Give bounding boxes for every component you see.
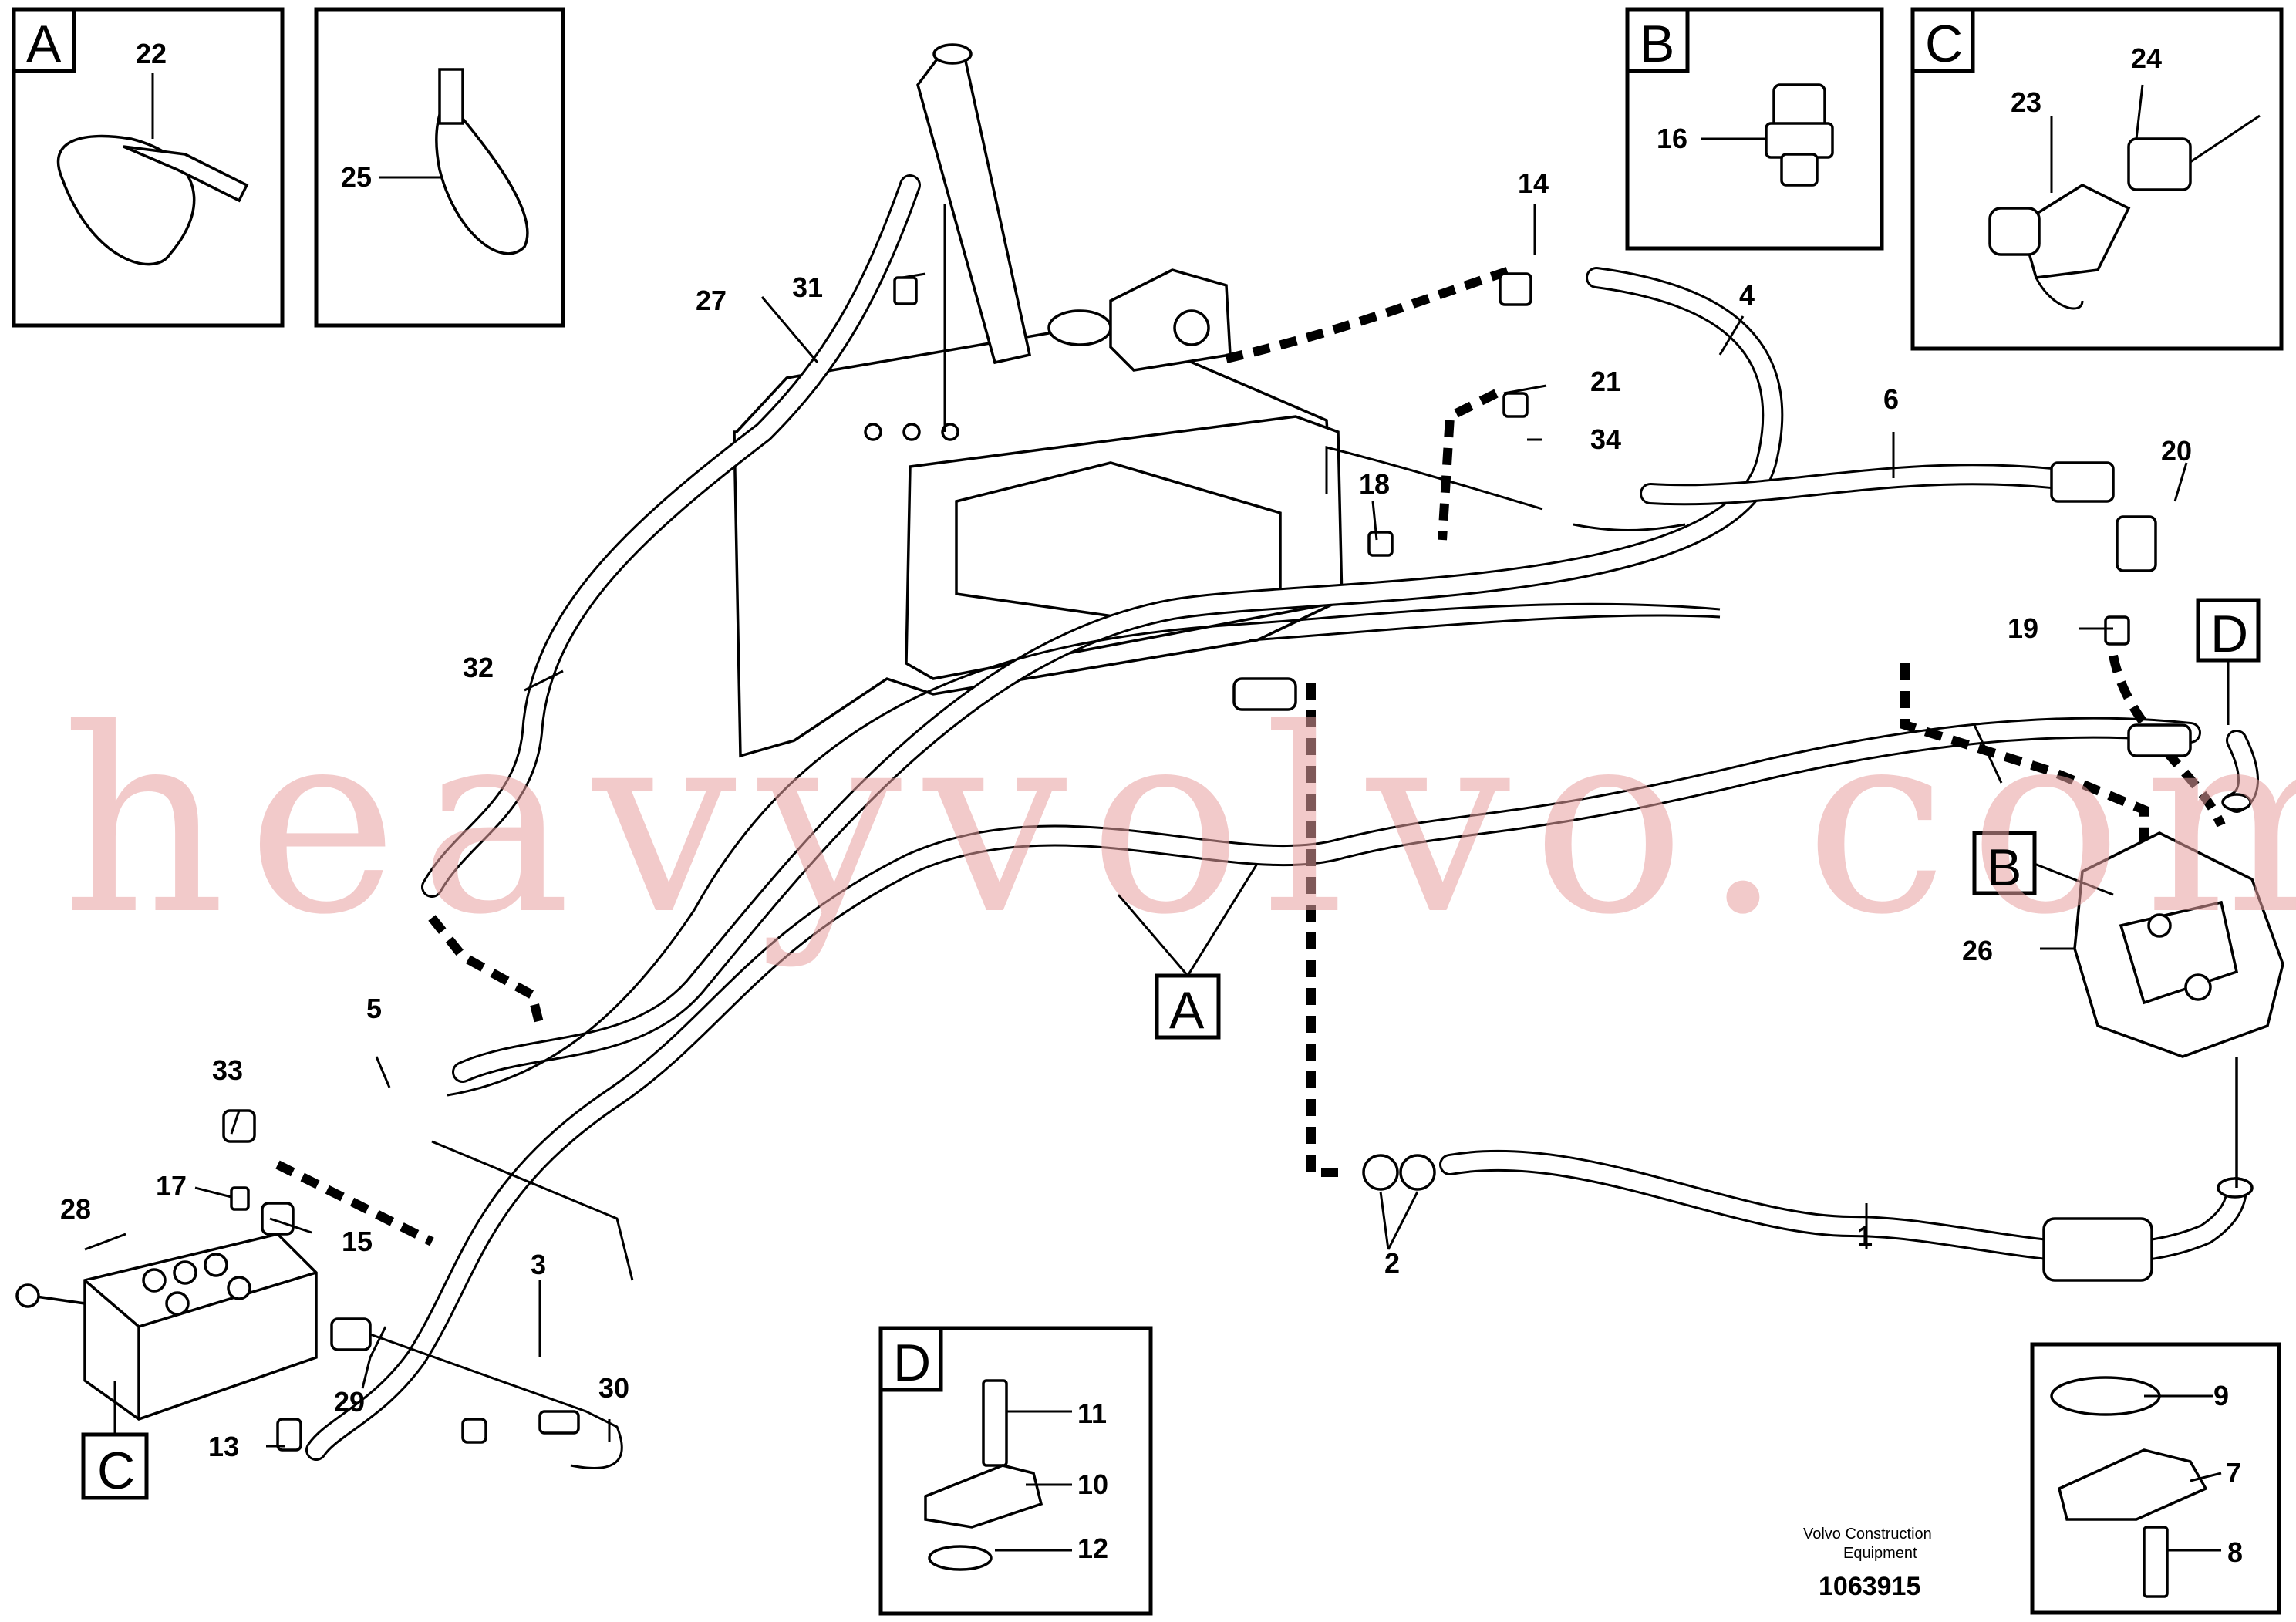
inset-letter-a: A	[26, 15, 62, 73]
part-labels: 1 2 3 4 5 6 7 8 9 10 11 12 13 14 15 16 1…	[60, 38, 2243, 1568]
leader-lines	[84, 204, 2188, 1448]
part-20: 20	[2161, 435, 2192, 467]
part-8: 8	[2227, 1536, 2243, 1568]
part-22: 22	[136, 38, 167, 69]
part-18: 18	[1359, 468, 1390, 500]
callout-d: D	[2210, 605, 2248, 663]
part-3: 3	[531, 1249, 546, 1280]
part-15: 15	[342, 1226, 373, 1257]
watermark: heavyvolvo.com	[62, 674, 2296, 970]
part-13: 13	[208, 1431, 239, 1462]
part-25: 25	[341, 161, 372, 193]
inset-cable-tie	[314, 7, 565, 328]
part-24: 24	[2131, 42, 2162, 74]
part-16: 16	[1657, 123, 1687, 154]
part-23: 23	[2011, 86, 2041, 118]
part-6: 6	[1883, 383, 1899, 415]
part-19: 19	[2008, 612, 2038, 644]
part-31: 31	[792, 271, 823, 303]
fittings	[893, 272, 2254, 1282]
hoses	[305, 174, 2259, 1461]
part-5: 5	[366, 993, 382, 1024]
maker-line-1: Volvo Construction	[1803, 1526, 1932, 1543]
part-1: 1	[1857, 1220, 1873, 1252]
inset-b	[1625, 7, 1884, 251]
inset-d	[878, 1326, 1153, 1616]
part-29: 29	[334, 1386, 365, 1418]
inset-letter-c: C	[1925, 15, 1963, 73]
control-valve-block	[15, 1109, 623, 1469]
pump-assembly	[2073, 831, 2284, 1188]
inset-letter-b: B	[1640, 15, 1674, 73]
main-callouts	[81, 598, 2261, 1500]
part-4: 4	[1739, 279, 1755, 311]
part-2: 2	[1384, 1247, 1400, 1279]
part-10: 10	[1077, 1469, 1108, 1500]
part-26: 26	[1962, 935, 1993, 966]
inset-a	[12, 7, 285, 328]
hydraulic-tank	[733, 43, 1344, 758]
part-34: 34	[1590, 423, 1621, 455]
part-9: 9	[2213, 1380, 2229, 1411]
callout-b: B	[1987, 838, 2021, 897]
part-27: 27	[696, 285, 727, 316]
part-21: 21	[1590, 366, 1621, 397]
document-number: 1063915	[1819, 1572, 1920, 1601]
part-28: 28	[60, 1193, 91, 1225]
part-12: 12	[1077, 1533, 1108, 1564]
part-7: 7	[2226, 1457, 2241, 1489]
inset-letter-d: D	[893, 1334, 931, 1392]
part-17: 17	[156, 1170, 187, 1202]
part-32: 32	[463, 652, 494, 683]
part-11: 11	[1077, 1398, 1107, 1429]
dashed-lines	[275, 265, 2226, 1246]
callout-c: C	[97, 1442, 135, 1500]
maker-line-2: Equipment	[1843, 1545, 1917, 1562]
callout-a: A	[1169, 981, 1205, 1040]
part-33: 33	[212, 1054, 243, 1086]
inset-c	[1910, 7, 2284, 351]
part-14: 14	[1518, 167, 1549, 199]
part-30: 30	[598, 1372, 629, 1404]
inset-d-detail	[2030, 1342, 2281, 1615]
